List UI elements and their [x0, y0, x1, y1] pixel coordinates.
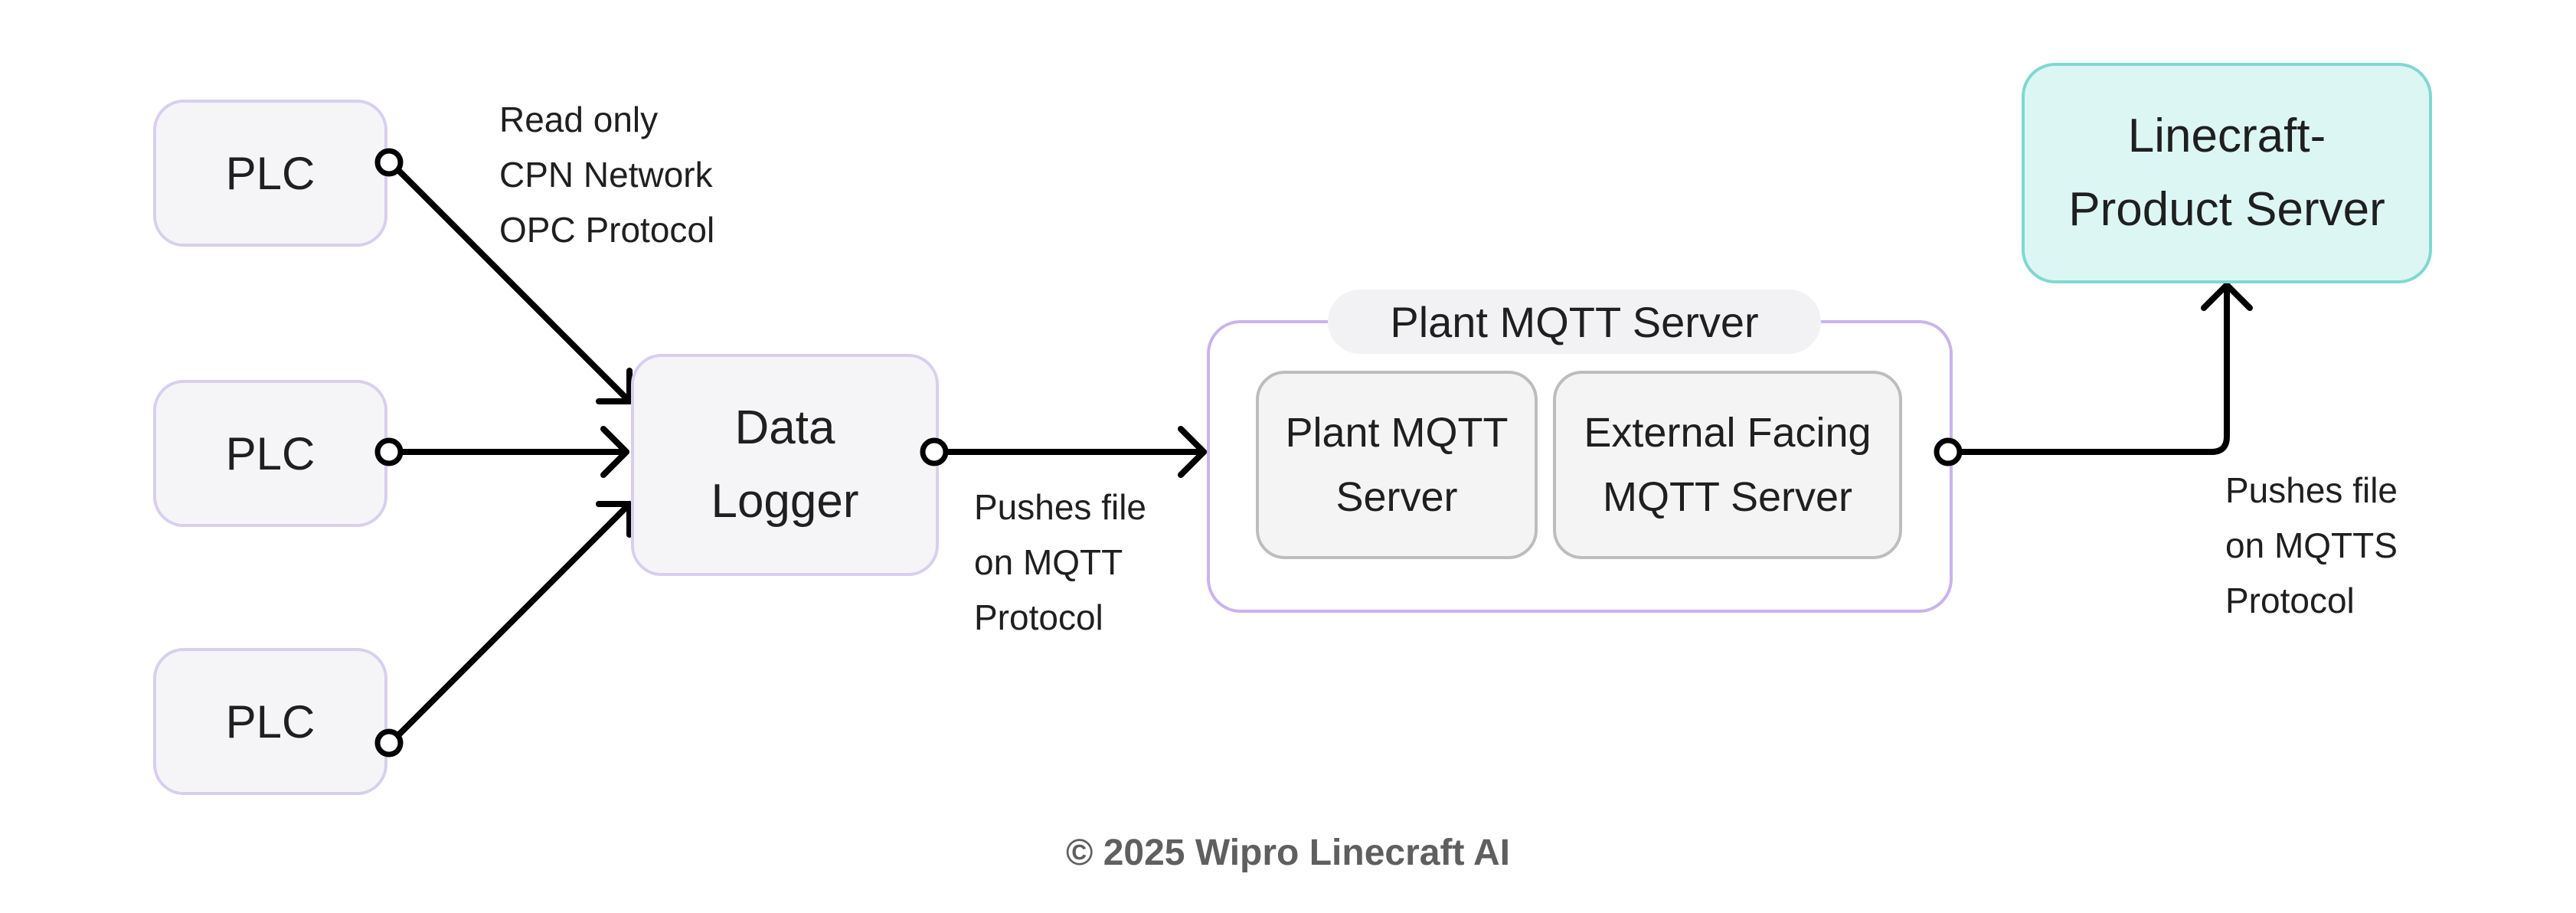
endpoint-plc-3 — [378, 731, 400, 754]
endpoint-plc-2 — [378, 440, 400, 463]
logger-link-note-line-3: Protocol — [974, 590, 1146, 645]
plc-link-note-line-1: Read only — [499, 92, 714, 147]
server-link-note: Pushes file on MQTTS Protocol — [2225, 463, 2398, 628]
copyright-footer: © 2025 Wipro Linecraft AI — [0, 832, 2576, 874]
endpoint-logger — [923, 440, 946, 463]
logger-link-note: Pushes file on MQTT Protocol — [974, 479, 1146, 645]
plc-link-note: Read only CPN Network OPC Protocol — [499, 92, 714, 257]
plc-link-note-line-2: CPN Network — [499, 147, 714, 202]
logger-link-note-line-1: Pushes file — [974, 479, 1146, 535]
logger-link-note-line-2: on MQTT — [974, 535, 1146, 590]
server-link-note-line-2: on MQTTS — [2225, 518, 2398, 573]
endpoint-plc-1 — [378, 151, 400, 174]
plc-link-note-line-3: OPC Protocol — [499, 202, 714, 257]
endpoint-mqtt-group — [1937, 440, 1960, 463]
server-link-note-line-1: Pushes file — [2225, 463, 2398, 518]
server-link-note-line-3: Protocol — [2225, 573, 2398, 628]
